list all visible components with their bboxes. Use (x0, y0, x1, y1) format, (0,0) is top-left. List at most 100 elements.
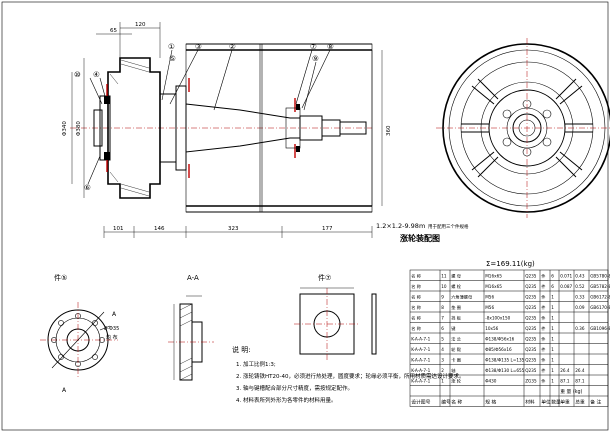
detail-7-label: 件⑦ (318, 273, 331, 282)
detail-5-flange (40, 302, 118, 378)
section-arrow-a-bottom: A (62, 387, 67, 394)
table-cell: Φ138/Φ56x16 (485, 337, 514, 342)
table-cell: 名 称 (411, 304, 421, 311)
dim-bottom-c: 323 (228, 226, 239, 232)
table-cell: 2 (441, 368, 444, 373)
table-cell: 1 (551, 347, 554, 352)
balloon-5: ⑤ (169, 54, 176, 63)
table-cell: 1 (551, 368, 554, 373)
table-header-cell: 编号 (441, 399, 451, 406)
balloon-7: ⑦ (310, 42, 317, 51)
table-header-cell: 单位 (541, 399, 551, 406)
table-cell: 轴 (451, 367, 455, 374)
note-item-2: 2. 涨轮铸铁HT20-40，必须进行热处理，圆度要求；轮缘必须平衡，所用材质需… (236, 372, 464, 380)
table-cell: 11 (441, 274, 447, 279)
table-cell: GB5780-86 (590, 274, 610, 279)
table-cell: 0.09 (575, 305, 585, 310)
table-cell: Q235 (525, 274, 537, 279)
table-cell: ZG35 (525, 379, 537, 384)
spec-note: 1.2×1.2-9.98m (376, 222, 425, 230)
dim-bottom-b: 146 (154, 226, 165, 232)
table-cell: Φ138/Φ130 L=655 (485, 368, 524, 373)
table-cell: 1 (551, 337, 554, 342)
table-cell: 87.1 (560, 379, 570, 384)
table-cell: 9 (441, 295, 444, 300)
table-cell: M56 (485, 295, 494, 300)
table-cell: 3 (441, 358, 444, 363)
detail-5-note-a: 8-Φ35 (104, 326, 119, 332)
spec-note-small: 用于配用三个件规格 (428, 223, 469, 230)
table-cell: 螺 栓 (451, 283, 462, 290)
main-assembly-view (70, 22, 383, 238)
notes-block: 说 明: 1. 加工比例1:3; 2. 涨轮铸铁HT20-40，必须进行热处理，… (232, 345, 464, 404)
table-cell: 1 (551, 305, 554, 310)
table-cell: 卡 圈 (451, 357, 461, 364)
dim-top-a: 120 (135, 22, 146, 28)
table-cell: 螺 母 (451, 273, 461, 280)
dim-bottom-a: 101 (113, 226, 124, 232)
table-cell: 1 (551, 358, 554, 363)
dim-right-vert: 360 (386, 125, 392, 136)
table-cell: Q235 (525, 368, 537, 373)
parts-table-frame (409, 269, 609, 407)
section-aa-label: A-A (187, 274, 199, 282)
table-cell: 0.071 (560, 274, 572, 279)
table-cell: 件 (541, 304, 545, 311)
table-cell: K-A-A-7-1 (411, 379, 430, 384)
table-cell: GB6170-86 (590, 305, 610, 310)
table-cell: 1 (551, 295, 554, 300)
table-cell: 6 (551, 274, 554, 279)
table-cell: Q235 (525, 337, 537, 342)
table-cell: Q235 (525, 316, 537, 321)
table-cell: 1 (551, 316, 554, 321)
table-cell: 名 称 (411, 325, 421, 332)
table-cell: GB5782-86 (590, 284, 610, 289)
table-cell: Q235 (525, 347, 537, 352)
table-header-cell: 规 格 (485, 399, 496, 406)
table-header-cell: 数量 (551, 399, 561, 406)
dim-left-b: Φ380 (76, 121, 82, 136)
balloon-9: ⑨ (312, 54, 319, 63)
table-cell: 6 (551, 284, 554, 289)
balloon-4: ④ (93, 70, 100, 79)
assembly-title: 涨轮装配图 (400, 233, 440, 243)
total-weight: Σ=169.11(kg) (486, 260, 535, 268)
table-cell: 26.4 (560, 368, 570, 373)
table-cell: 10 (441, 284, 447, 289)
table-cell: GB6172-86 (590, 295, 610, 300)
balloon-6: ⑥ (84, 183, 91, 192)
table-cell: 名 称 (411, 273, 421, 280)
table-cell: Φ430 (485, 379, 497, 384)
balloon-8: ⑧ (327, 42, 334, 51)
table-cell: 件 (541, 273, 545, 280)
table-cell: 件 (541, 315, 545, 322)
table-cell: 1 (551, 326, 554, 331)
table-cell: 件 (541, 346, 545, 353)
table-cell: 轮 毂 (451, 346, 462, 353)
table-cell: 件 (541, 283, 545, 290)
table-cell: Φ85/Φ56x16 (485, 347, 512, 352)
table-cell: 法 兰 (451, 336, 461, 343)
table-cell: Q235 (525, 326, 537, 331)
table-header-cell: 名 称 (451, 399, 462, 406)
table-cell: 件 (541, 367, 545, 374)
table-cell: 件 (541, 294, 545, 301)
table-header-cell: 总重 (575, 399, 585, 406)
section-a-a-view (168, 295, 214, 381)
balloon-2: ② (229, 42, 236, 51)
table-cell: M56 (485, 305, 494, 310)
balloon-1: ① (168, 42, 175, 51)
table-cell: 10x56 (485, 326, 498, 331)
note-item-1: 1. 加工比例1:3; (236, 360, 276, 368)
note-item-4: 4. 材料表所列外形为各零件的材料用量。 (236, 396, 337, 404)
table-cell: 8 (441, 305, 444, 310)
table-cell: 六角薄螺母 (451, 294, 472, 301)
balloon-group: ① ⑤ ③ ② ⑦ ⑧ ⑨ ⑩ ④ ⑥ (74, 42, 334, 192)
table-cell: 件 (541, 378, 545, 385)
table-cell: Q235 (525, 305, 537, 310)
section-arrow-a-top: A (112, 311, 117, 318)
table-cell: 26.4 (575, 368, 585, 373)
dim-bottom-d: 177 (322, 226, 333, 232)
table-cell: 垫 圈 (451, 304, 461, 311)
